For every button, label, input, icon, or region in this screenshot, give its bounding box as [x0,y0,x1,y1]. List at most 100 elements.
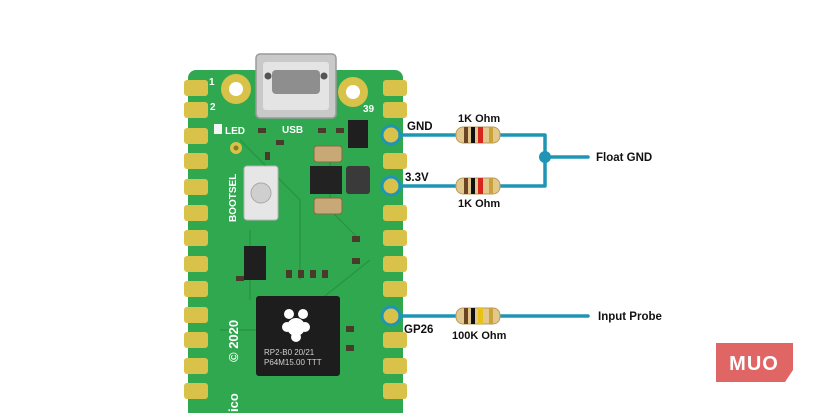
pad [184,281,208,297]
band [478,127,483,143]
float-gnd-label: Float GND [596,152,652,164]
pad [184,205,208,221]
right-pin-pads [380,80,407,399]
wires [398,133,590,318]
band [489,127,493,143]
pad [184,307,208,323]
gp26-pin-pad [380,305,402,327]
band [464,308,468,324]
pad [383,358,407,374]
usb-rivet [320,72,328,80]
mounting-holes [221,74,368,107]
pad [184,256,208,272]
pad [383,383,407,399]
pad [383,230,407,246]
pad [184,332,208,348]
smd [258,128,266,133]
mounting-hole-center [229,82,243,96]
gnd-pin-pad [380,124,402,146]
smd [352,258,360,264]
usb-label: USB [282,125,303,136]
led-label: LED [225,126,245,137]
bootsel-knob [250,182,272,204]
resistor-3-label: 100K Ohm [452,330,507,342]
pad [383,80,407,96]
usb-rivet [264,72,272,80]
resistor-1 [455,126,501,144]
pin-2-label: 2 [210,102,216,113]
band [471,127,475,143]
smd [352,236,360,242]
capacitor [313,145,343,163]
v33-label: 3.3V [405,172,429,184]
input-probe-label: Input Probe [598,311,662,323]
band [464,127,468,143]
usb-connector [255,53,337,119]
voltage-regulator [348,120,368,148]
pad [383,102,407,118]
muo-logo-badge [716,343,793,382]
pad [383,281,407,297]
pad [184,128,208,144]
band [489,308,493,324]
ic-chip-small [310,166,342,194]
smd [286,270,292,278]
pad [184,383,208,399]
pad [184,102,208,118]
led-pad-hole [233,145,239,151]
chip-line-2: P64M15.00 TTT [264,358,322,367]
led-component [214,124,222,134]
chip-line-1: RP2-B0 20/21 [264,348,315,357]
pad [184,80,208,96]
pin-39-label: 39 [363,104,375,115]
band [471,308,475,324]
left-pin-pads [184,80,208,399]
resistor-2-label: 1K Ohm [458,198,500,210]
pad [184,230,208,246]
flash-chip [244,246,266,280]
smd [236,276,244,281]
pad [184,179,208,195]
band [478,178,483,194]
smd [310,270,316,278]
smd-components [236,120,370,351]
junction-node [539,151,551,163]
inductor [346,166,370,194]
smd [346,345,354,351]
pad [383,332,407,348]
raspberry-logo-icon [282,309,310,342]
smd [298,270,304,278]
resistor-3 [455,307,501,325]
muo-logo: MUO [716,343,793,382]
wire-v33 [398,155,547,188]
gnd-label: GND [407,121,433,133]
pad [383,256,407,272]
pad [383,153,407,169]
band [478,308,483,324]
muo-logo-text: MUO [729,353,779,375]
wire-gnd [398,133,547,159]
v33-pin-pad [380,175,402,197]
pad [184,153,208,169]
smd [318,128,326,133]
bootsel-label: BOOTSEL [228,174,239,222]
smd [346,326,354,332]
pico-label: ico [226,393,241,412]
resistor-1-label: 1K Ohm [458,113,500,125]
mounting-hole-center [346,85,360,99]
smd [322,270,328,278]
smd [336,128,344,133]
pad [184,358,208,374]
rp2040-chip: RP2-B0 20/21 P64M15.00 TTT [256,296,340,376]
pin-1-label: 1 [209,77,215,88]
smd [265,152,270,160]
resistor-2 [455,177,501,195]
band [471,178,475,194]
gp26-label: GP26 [404,324,433,336]
band [464,178,468,194]
pad [383,205,407,221]
bootsel-button [243,165,279,221]
capacitor [313,197,343,215]
